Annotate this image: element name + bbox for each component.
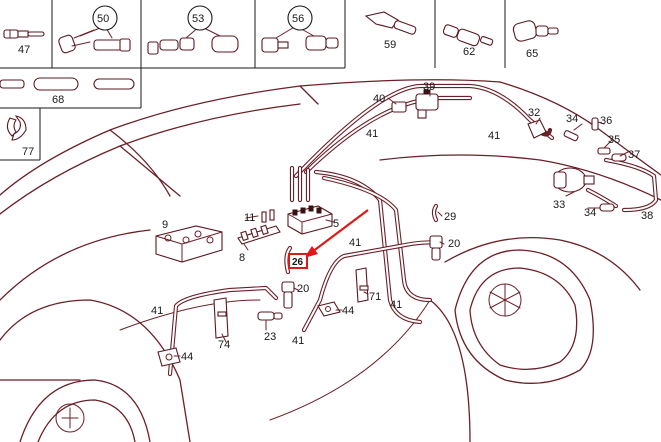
check-valve-20-left [281,281,295,309]
bracket-74 [213,297,229,339]
tee-connector-59-icon [364,11,417,35]
highlight-box-26 [288,253,308,269]
label-33: 33 [553,199,565,211]
label-20-right: 20 [448,238,460,250]
connector-53-icon [147,25,239,55]
label-9: 9 [162,219,168,231]
label-40: 40 [373,93,385,105]
label-56: 56 [292,13,304,25]
label-29: 29 [444,211,456,223]
callout-labels: 47 50 53 56 59 62 65 68 77 39 40 32 34 3… [18,5,653,363]
clip-77-icon [6,115,27,141]
bracket-71 [355,267,369,303]
valve-rail-8 [237,224,281,245]
label-65: 65 [526,48,538,60]
label-5: 5 [333,218,339,230]
hose-68-icon [0,77,135,91]
label-41-lower: 41 [390,299,402,311]
connector-23 [257,311,283,321]
elbow-connector-65-icon [512,20,559,42]
label-26-highlighted: 26 [292,257,304,268]
label-35: 35 [608,134,620,146]
connector-56-icon [261,25,339,53]
check-valve-20-right [429,235,443,261]
clip-44-right [317,301,341,317]
car-body-outline [0,79,661,442]
parts-legend [0,0,559,161]
bracket-32 [527,119,547,139]
actuator-33 [553,167,595,193]
label-36: 36 [600,115,612,127]
label-11: 11 [244,212,255,224]
distribution-block-5 [287,205,333,235]
label-23: 23 [264,331,276,343]
label-53: 53 [192,13,204,25]
label-8: 8 [239,252,245,264]
connector-62-icon [442,24,494,47]
label-68: 68 [52,94,64,106]
label-59: 59 [384,39,396,51]
label-71: 71 [369,291,381,303]
label-39: 39 [423,81,435,93]
label-47: 47 [18,44,30,56]
control-unit-9 [155,225,223,263]
hose-29 [431,203,439,223]
label-34-lower: 34 [584,207,596,219]
connector-50-icon [58,25,131,54]
label-41-bottom: 41 [292,335,304,347]
label-41-top: 41 [366,128,378,140]
label-41-mid: 41 [349,237,361,249]
label-44-left: 44 [181,351,193,363]
components [155,89,627,367]
connector-34-lower [599,203,615,212]
clip-11 [261,209,275,223]
label-77: 77 [22,146,34,158]
clip-44-left [157,347,181,367]
connector-34-35-36-37 [563,117,627,162]
connector-47-icon [3,29,45,39]
hose-26 [284,245,293,275]
label-41-right: 41 [488,130,500,142]
vacuum-lines [167,83,659,377]
label-20-left: 20 [297,283,309,295]
label-38: 38 [641,210,653,222]
label-74: 74 [218,339,230,351]
label-41-left: 41 [151,305,163,317]
valve-assembly-39-40 [391,89,439,119]
leader-lines [173,91,629,357]
label-34-top: 34 [566,113,578,125]
label-44-right: 44 [342,305,354,317]
label-50: 50 [97,13,109,25]
label-37: 37 [628,149,640,161]
label-32: 32 [528,107,540,119]
label-62: 62 [463,46,475,58]
